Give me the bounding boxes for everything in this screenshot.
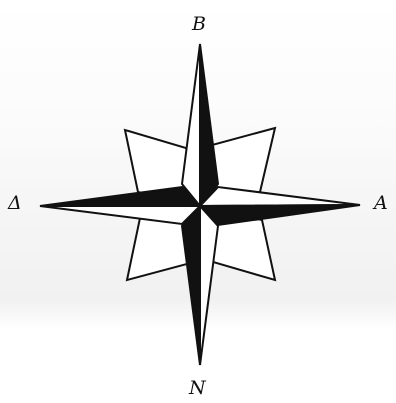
north-point-light	[182, 44, 200, 206]
west-point-light	[40, 206, 200, 224]
east-point-light	[200, 187, 360, 206]
west-point-dark	[40, 187, 200, 206]
south-point-light	[200, 206, 218, 365]
south-label: N	[189, 379, 206, 398]
west-label: Δ	[8, 194, 22, 213]
east-label: A	[374, 194, 388, 213]
east-point-dark	[200, 205, 360, 225]
south-point-dark	[182, 206, 200, 365]
north-label: B	[192, 15, 206, 34]
north-point-dark	[200, 44, 218, 206]
cardinal-points	[40, 44, 360, 365]
